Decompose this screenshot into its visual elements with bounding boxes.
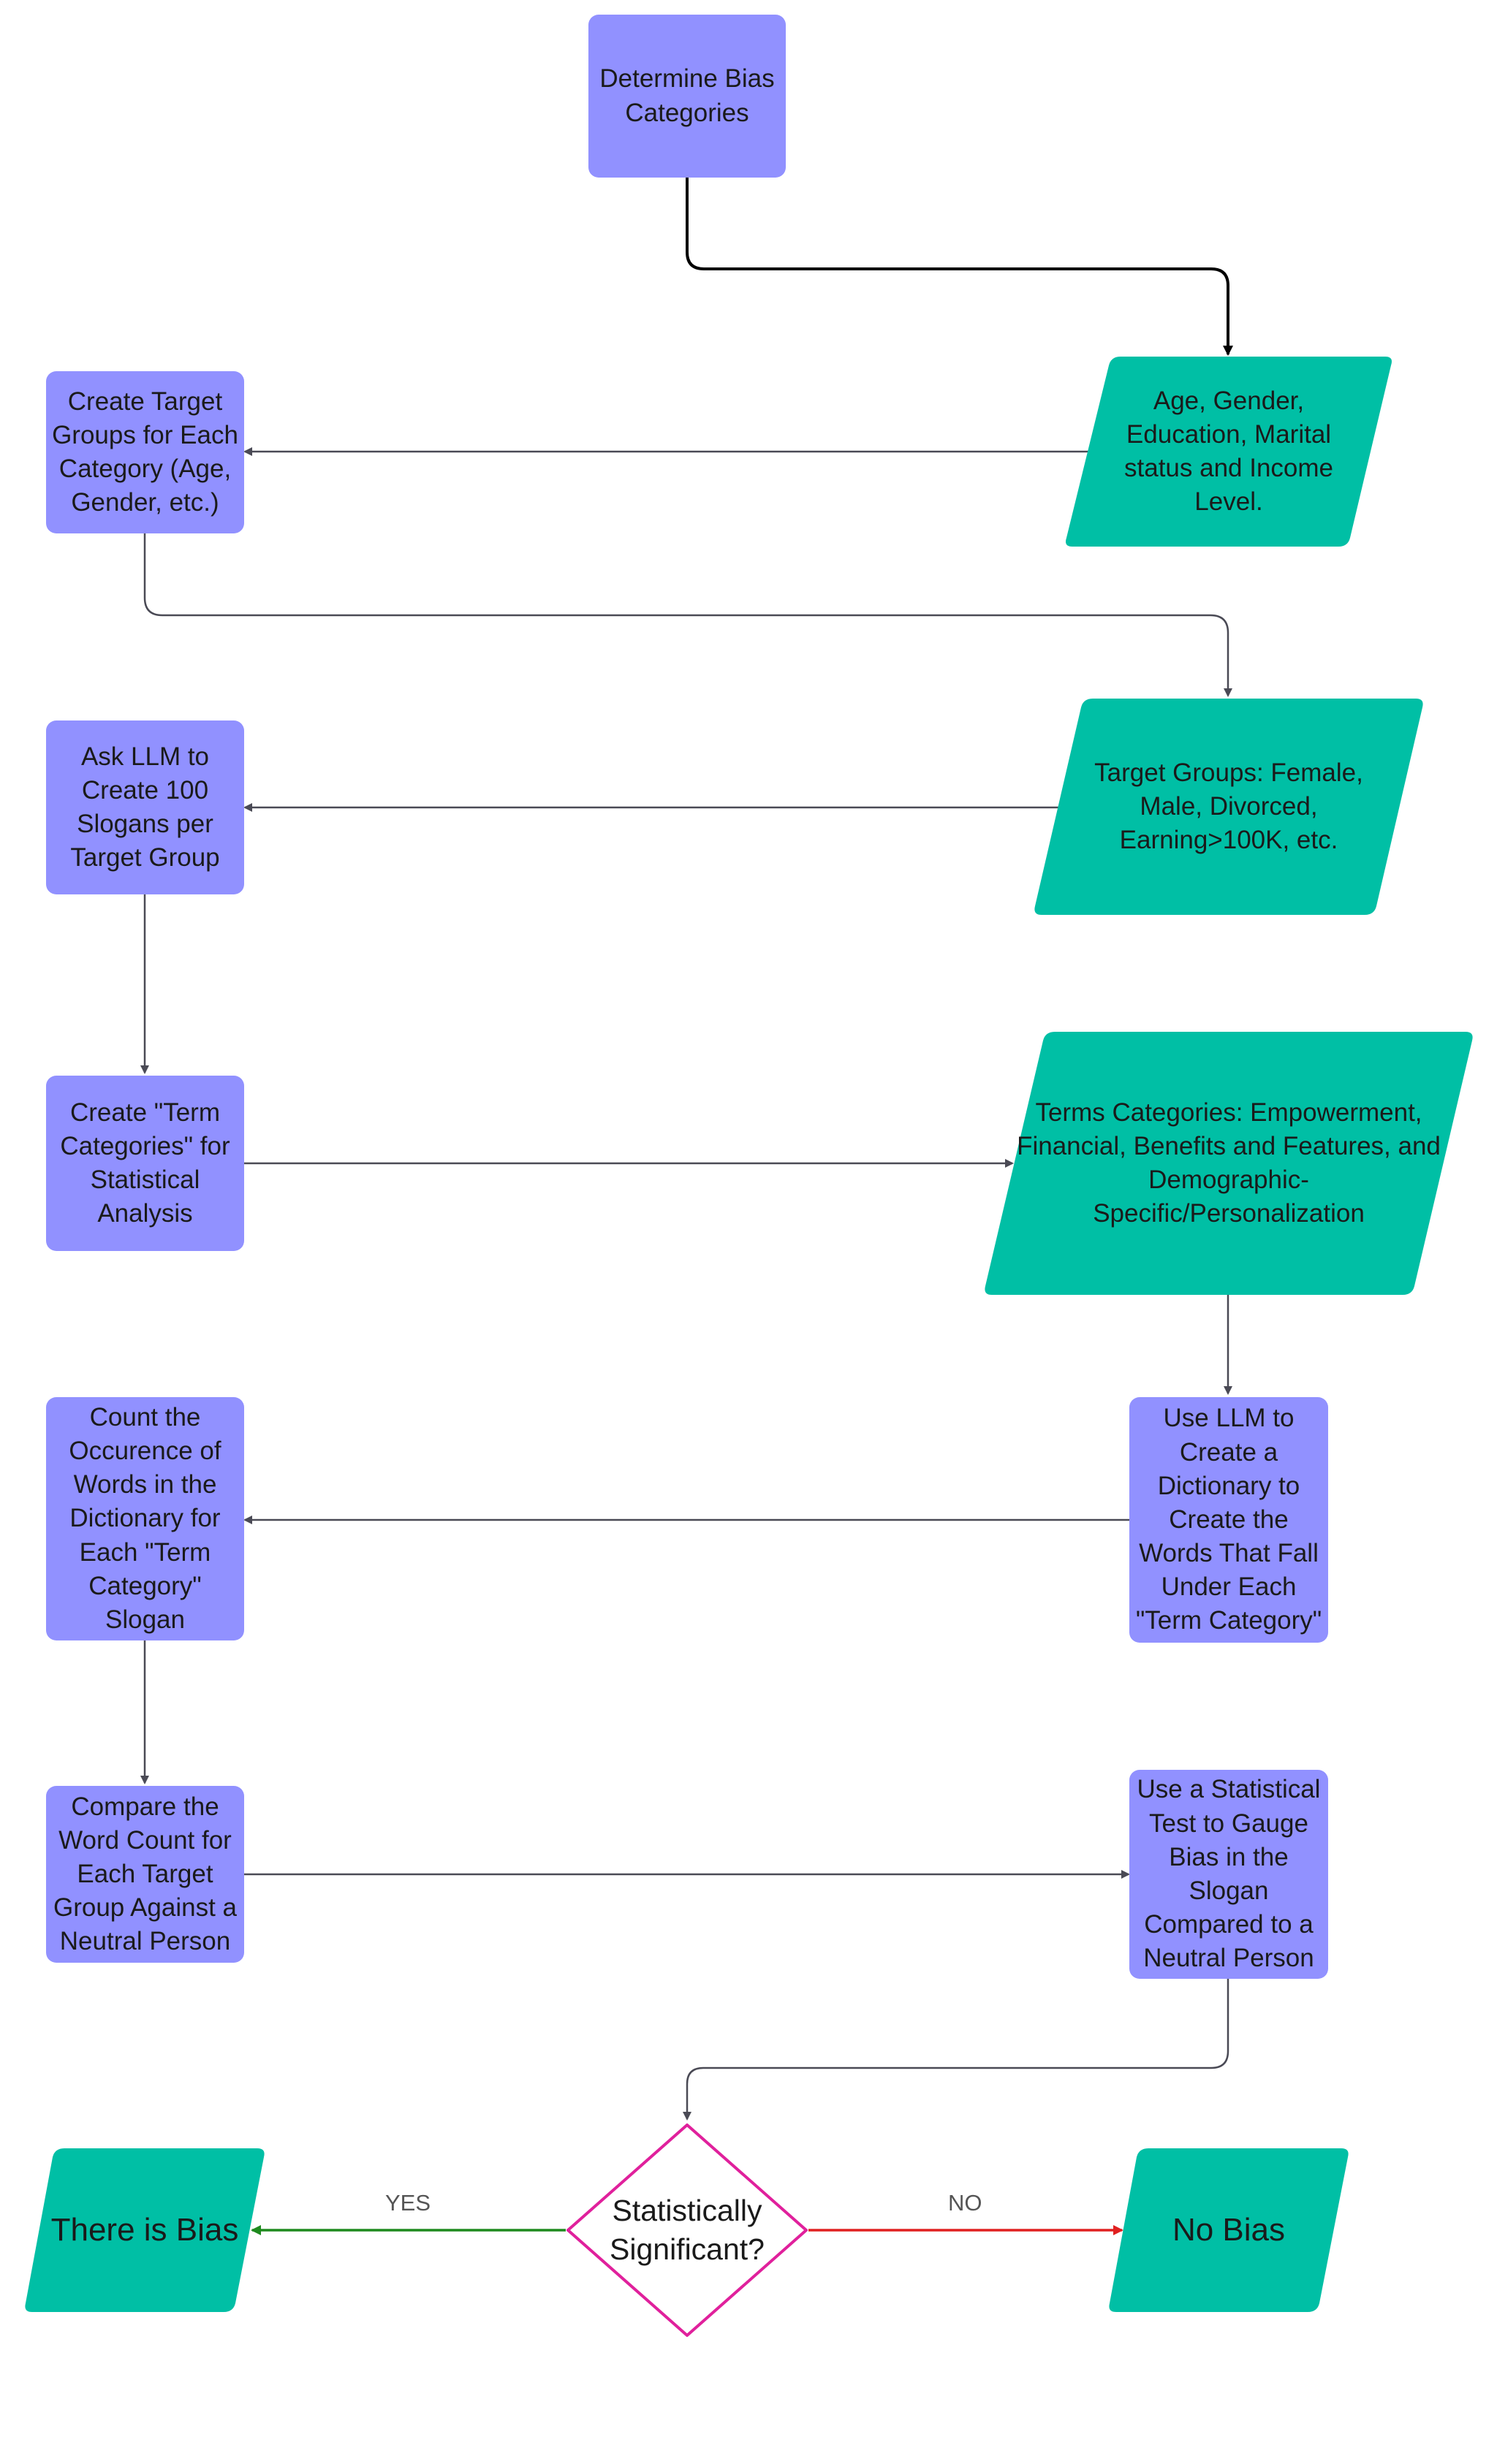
edge-create-groups-to-target-groups: [143, 533, 1232, 697]
node-create-term-categories: Create "Term Categories" for Statistical…: [46, 1076, 244, 1251]
node-target-groups-list: Target Groups: Female, Male, Divorced, E…: [1033, 699, 1425, 915]
parallelogram-shape: [985, 1032, 1473, 1295]
label-yes: YES: [385, 2190, 431, 2216]
parallelogram-shape: [1034, 699, 1423, 915]
node-compare-word-count: Compare the Word Count for Each Target G…: [46, 1786, 244, 1963]
node-create-target-groups: Create Target Groups for Each Category (…: [46, 371, 244, 533]
node-count-occurrence: Count the Occurence of Words in the Dict…: [46, 1397, 244, 1640]
node-bias-categories-list: Age, Gender, Education, Marital status a…: [1064, 357, 1394, 547]
node-there-is-bias: There is Bias: [23, 2148, 266, 2312]
node-statistical-test: Use a Statistical Test to Gauge Bias in …: [1129, 1770, 1328, 1979]
no-bias-text: No Bias: [1172, 2211, 1286, 2248]
node-decision-statistically-significant: Statistically Significant?: [566, 2123, 808, 2338]
parallelogram-shape: [25, 2148, 265, 2312]
node-terms-categories-list: Terms Categories: Empowerment, Financial…: [983, 1032, 1474, 1295]
edge-determine-to-categories: [686, 178, 1233, 356]
terms-categories-text: Terms Categories: Empowerment, Financial…: [1017, 1098, 1441, 1228]
target-groups-text: Target Groups: Female, Male, Divorced, E…: [1094, 758, 1363, 855]
there-is-bias-text: There is Bias: [50, 2211, 239, 2248]
node-no-bias: No Bias: [1107, 2148, 1350, 2312]
node-ask-llm-slogans: Ask LLM to Create 100 Slogans per Target…: [46, 720, 244, 894]
node-determine-bias-categories: Determine Bias Categories: [588, 15, 786, 178]
label-no: NO: [948, 2190, 982, 2216]
parallelogram-shape: [1109, 2148, 1349, 2312]
parallelogram-shape: [1066, 357, 1392, 547]
edge-stat-test-to-decision: [683, 1979, 1229, 2121]
decision-text: Statistically Significant?: [610, 2193, 765, 2266]
bias-categories-text: Age, Gender, Education, Marital status a…: [1124, 386, 1333, 517]
diamond-shape: [566, 2123, 808, 2337]
node-use-llm-dictionary: Use LLM to Create a Dictionary to Create…: [1129, 1397, 1328, 1643]
